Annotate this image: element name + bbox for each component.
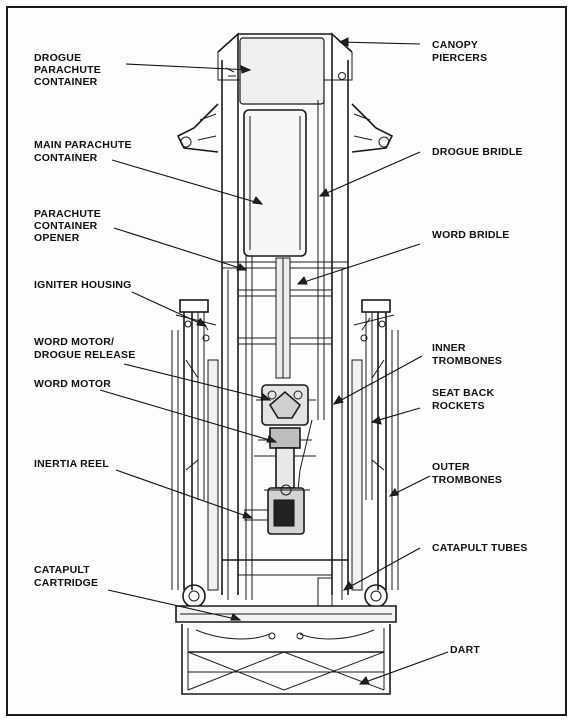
label-igniter-housing: IGNITER HOUSING [34, 279, 132, 291]
label-word-motor: WORD MOTOR [34, 378, 111, 390]
label-word-motor-drogue-release: WORD MOTOR/ DROGUE RELEASE [34, 336, 135, 361]
label-parachute-container-opener: PARACHUTE CONTAINER OPENER [34, 208, 104, 244]
label-dart: DART [450, 644, 480, 656]
label-main-parachute-container: MAIN PARACHUTE CONTAINER [34, 139, 135, 164]
label-catapult-cartridge: CATAPULT CARTRIDGE [34, 564, 98, 589]
label-catapult-tubes: CATAPULT TUBES [432, 542, 528, 554]
label-inner-trombones: INNER TROMBONES [432, 342, 502, 367]
seat-structure [171, 32, 399, 695]
label-drogue-parachute-container: DROGUE PARACHUTE CONTAINER [34, 52, 104, 88]
label-inertia-reel: INERTIA REEL [34, 458, 109, 470]
arrowheads [196, 37, 399, 685]
label-word-bridle: WORD BRIDLE [432, 229, 509, 241]
main-container-shape [243, 109, 307, 257]
label-canopy-piercers: CANOPY PIERCERS [432, 39, 487, 64]
labels: DROGUE PARACHUTE CONTAINER CANOPY PIERCE… [34, 39, 528, 656]
leader-lines [99, 41, 449, 685]
label-drogue-bridle: DROGUE BRIDLE [432, 146, 523, 158]
label-outer-trombones: OUTER TROMBONES [432, 461, 502, 486]
label-seat-back-rockets: SEAT BACK ROCKETS [432, 387, 497, 412]
drogue-container-shape [239, 37, 325, 105]
